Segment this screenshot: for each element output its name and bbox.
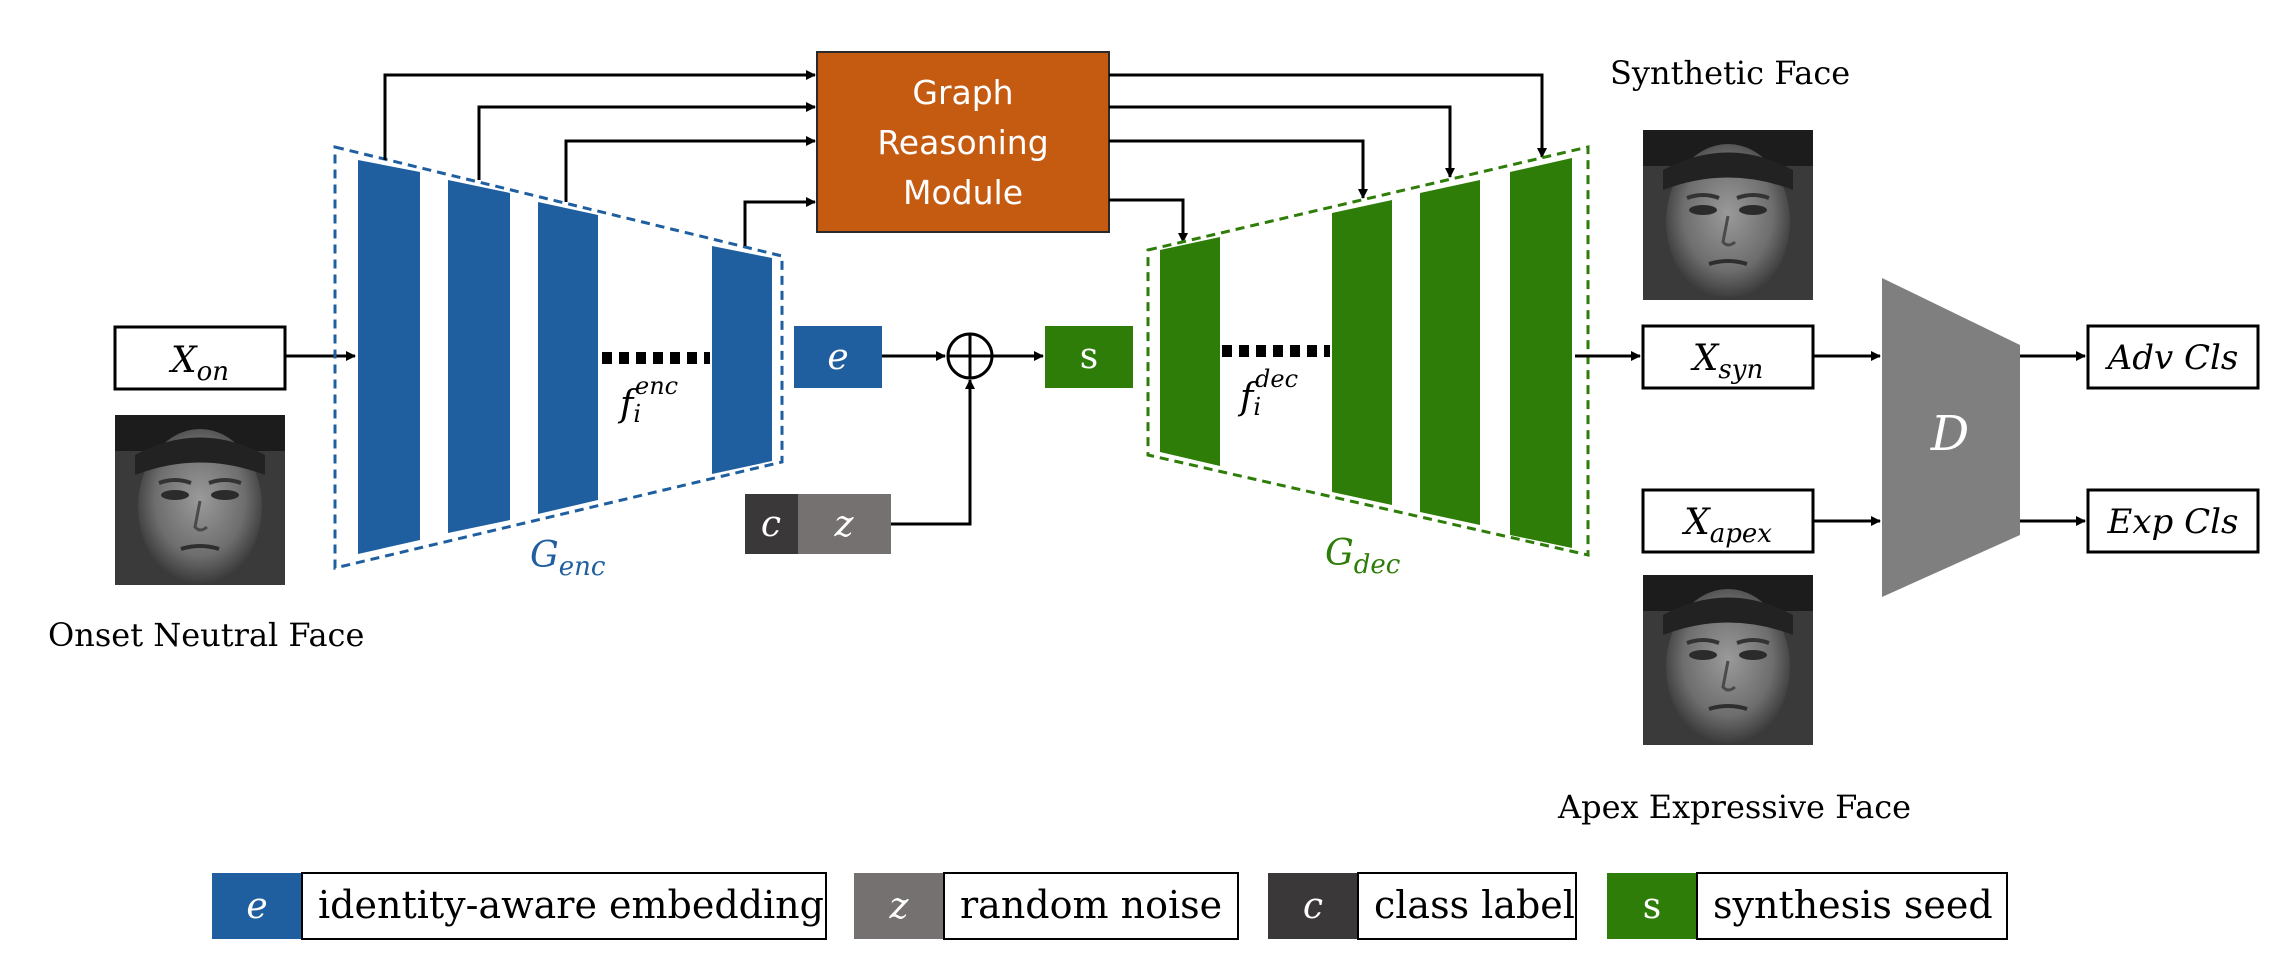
embedding-box: e (794, 326, 882, 388)
legend: e identity-aware embedding z random nois… (212, 872, 2008, 940)
encoder-layer-n (712, 246, 772, 474)
svg-text:Exp Cls: Exp Cls (2107, 502, 2239, 542)
svg-text:Xsyn: Xsyn (1690, 338, 1763, 385)
apex-subscript: apex (1710, 519, 1773, 549)
svg-text:synthesis seed: synthesis seed (1713, 883, 1993, 927)
legend-item-class: c class label (1268, 872, 1577, 940)
synthetic-face-image (1643, 130, 1813, 300)
onset-subscript: on (197, 357, 229, 387)
encoder-label: Genc (530, 535, 606, 582)
svg-text:identity-aware embedding: identity-aware embedding (318, 883, 824, 927)
exp-cls-box: Exp Cls (2086, 488, 2260, 554)
svg-text:Xapex: Xapex (1681, 502, 1772, 549)
graph-to-decoder-arrows (1109, 73, 1547, 243)
noise-symbol: z (834, 504, 855, 545)
apex-face-image (1643, 575, 1813, 745)
encoder-to-graph-arrows (383, 70, 816, 246)
onset-caption: Onset Neutral Face (48, 616, 364, 654)
onset-input-box: Xon (113, 325, 287, 391)
onset-symbol: X (168, 340, 198, 381)
decoder-outline (1146, 145, 1590, 557)
seed-box: s (1045, 326, 1133, 388)
encoder-feature-label: fienc (617, 372, 678, 428)
apex-symbol: X (1681, 502, 1711, 543)
decoder-label: Gdec (1325, 533, 1401, 580)
class-label-symbol: c (761, 504, 781, 545)
svg-text:Adv Cls: Adv Cls (2105, 338, 2239, 378)
svg-text:class label: class label (1374, 883, 1575, 927)
decoder-block: fidec Gdec (1146, 145, 1590, 580)
svg-text:s: s (1643, 886, 1661, 927)
legend-item-noise: z random noise (854, 872, 1239, 940)
legend-item-embedding: e identity-aware embedding (212, 872, 827, 940)
synthetic-symbol: X (1690, 338, 1720, 379)
class-noise-box: c z (745, 494, 891, 554)
svg-text:e: e (827, 337, 848, 378)
encoder-outline (333, 145, 784, 570)
synthetic-caption: Synthetic Face (1610, 54, 1850, 92)
graph-module-line3: Module (903, 173, 1023, 212)
arrow-noise-to-sum (891, 379, 975, 526)
discriminator-label: D (1930, 406, 1969, 462)
apex-input-box: Xapex (1641, 488, 1815, 554)
svg-text:c: c (1303, 886, 1323, 927)
svg-text:e: e (246, 886, 267, 927)
decoder-layer-3 (1420, 180, 1480, 525)
svg-text:s: s (1080, 336, 1098, 377)
decoder-layer-2 (1332, 200, 1392, 505)
sum-operator-icon (946, 332, 994, 380)
encoder-block: fienc Genc (333, 145, 784, 582)
synthetic-input-box: Xsyn (1641, 324, 1815, 390)
svg-text:z: z (889, 886, 910, 927)
decoder-feature-label: fidec (1237, 365, 1298, 421)
svg-text:random noise: random noise (960, 883, 1222, 927)
synthetic-subscript: syn (1718, 355, 1763, 385)
discriminator-block: D (1882, 278, 2020, 597)
legend-item-seed: s synthesis seed (1607, 872, 2008, 940)
encoder-layer-1 (358, 160, 420, 554)
onset-face-image (115, 415, 285, 585)
decoder-layer-1 (1160, 237, 1220, 466)
svg-text:Xon: Xon (168, 340, 229, 387)
apex-caption: Apex Expressive Face (1557, 788, 1911, 826)
graph-reasoning-module: Graph Reasoning Module (816, 51, 1110, 233)
graph-module-line2: Reasoning (877, 123, 1048, 162)
decoder-layer-n (1510, 158, 1572, 548)
encoder-layer-2 (448, 180, 510, 533)
graph-module-line1: Graph (912, 73, 1013, 112)
adv-cls-box: Adv Cls (2086, 324, 2260, 390)
encoder-layer-3 (538, 202, 598, 514)
